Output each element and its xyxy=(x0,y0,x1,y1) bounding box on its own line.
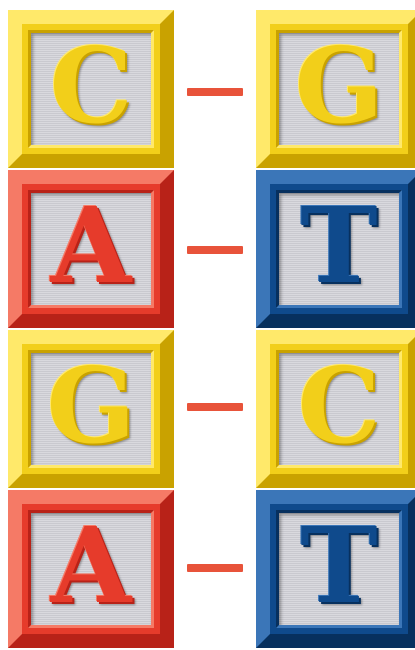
block-face: A xyxy=(28,190,154,308)
base-letter: C xyxy=(50,34,133,138)
right-strand: G T C T xyxy=(256,10,415,648)
block-face: T xyxy=(276,510,402,628)
left-block-1: C xyxy=(8,10,174,168)
base-pair-bond-1 xyxy=(187,88,243,96)
base-pair-bond-4 xyxy=(187,564,243,572)
base-letter: C xyxy=(298,354,381,458)
right-block-4: T xyxy=(256,490,415,648)
block-face: C xyxy=(28,30,154,148)
left-strand: C A G A xyxy=(8,10,174,648)
block-face: C xyxy=(276,350,402,468)
right-block-1: G xyxy=(256,10,415,168)
right-block-3: C xyxy=(256,330,415,488)
left-block-4: A xyxy=(8,490,174,648)
left-block-2: A xyxy=(8,170,174,328)
base-letter: T xyxy=(300,194,377,298)
base-letter: A xyxy=(51,194,132,298)
base-pair-bond-3 xyxy=(187,403,243,411)
block-face: A xyxy=(28,510,154,628)
base-letter: G xyxy=(47,354,136,458)
base-letter: A xyxy=(51,514,132,618)
right-block-2: T xyxy=(256,170,415,328)
left-block-3: G xyxy=(8,330,174,488)
base-letter: G xyxy=(295,34,384,138)
block-face: T xyxy=(276,190,402,308)
base-pair-bond-2 xyxy=(187,246,243,254)
base-letter: T xyxy=(300,514,377,618)
block-face: G xyxy=(28,350,154,468)
block-face: G xyxy=(276,30,402,148)
